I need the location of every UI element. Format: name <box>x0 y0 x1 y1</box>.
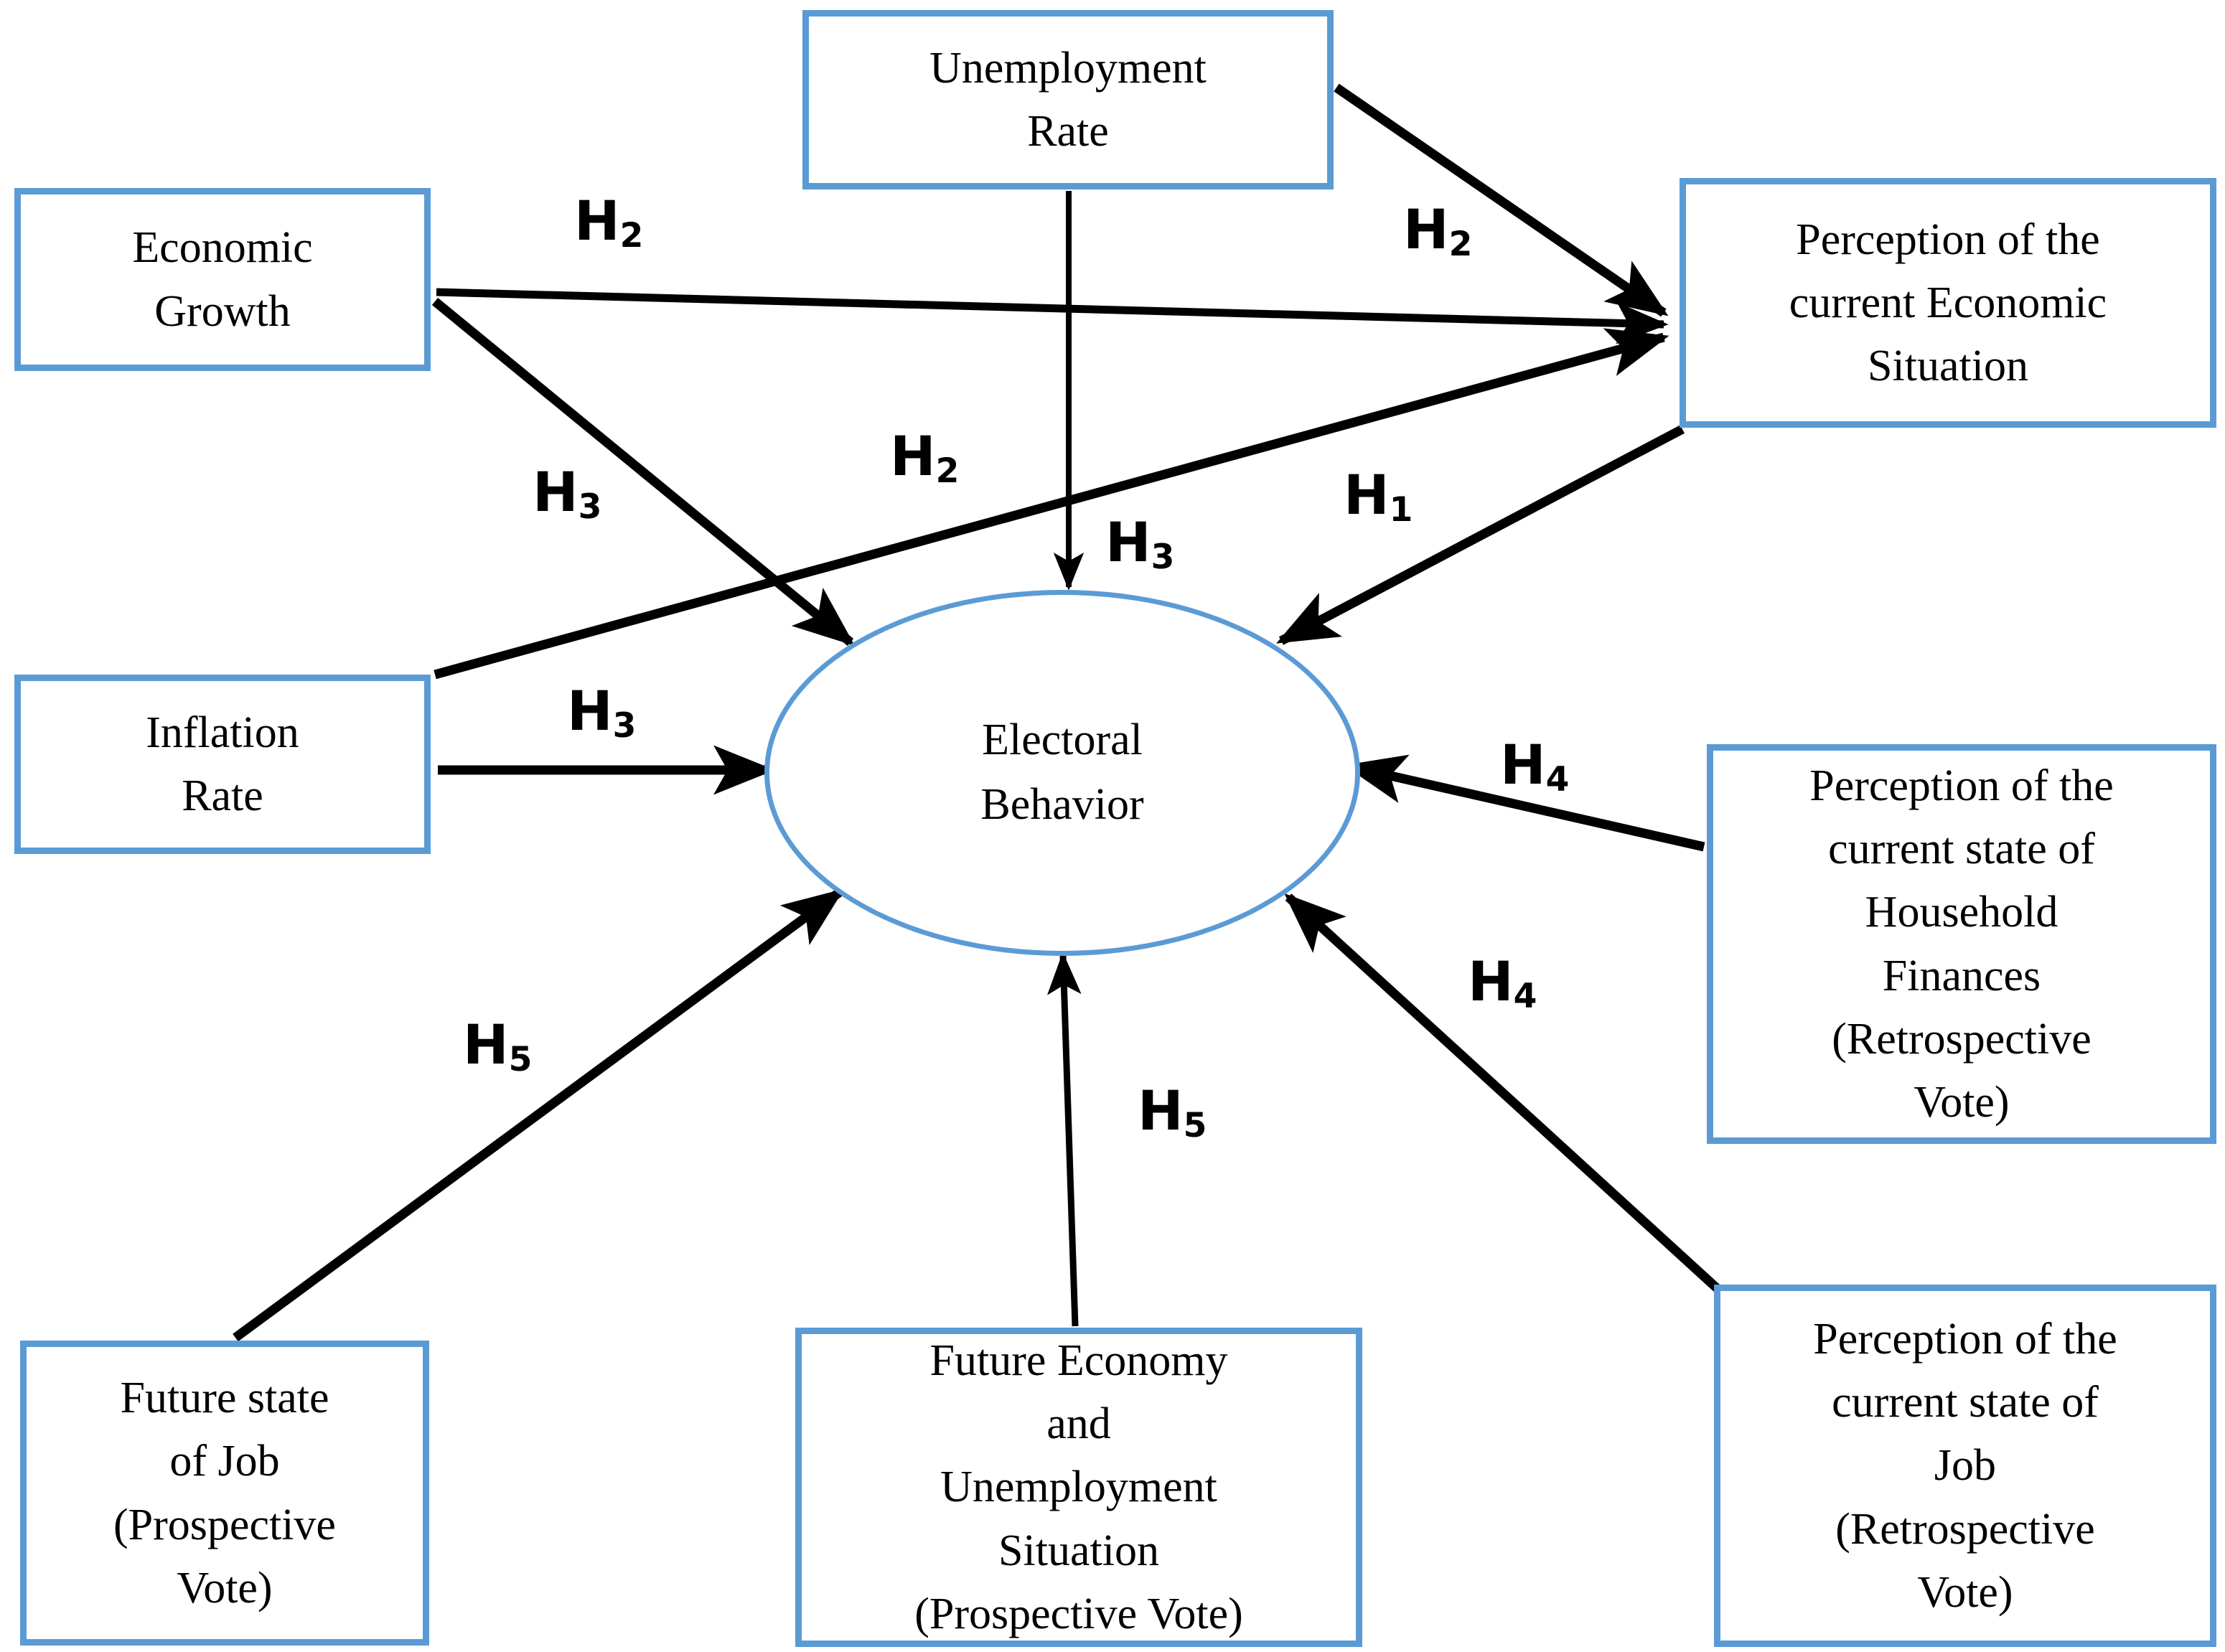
node-perception-current-state-of-job[interactable]: Perception of the current state of Job (… <box>1714 1285 2216 1647</box>
hyp-base: H <box>1403 197 1449 261</box>
hypothesis-label-h3-inflation: H3 <box>567 684 636 743</box>
hypothesis-label-h5-future-job: H5 <box>463 1018 532 1077</box>
hyp-base: H <box>1468 949 1514 1013</box>
node-perception-household-finances[interactable]: Perception of the current state of House… <box>1707 744 2216 1144</box>
hyp-sub: 5 <box>1183 1106 1207 1146</box>
node-unemployment-rate-label: Unemployment Rate <box>929 43 1207 156</box>
hyp-base: H <box>574 189 620 253</box>
node-perception-current-economic-situation[interactable]: Perception of the current Economic Situa… <box>1680 178 2216 428</box>
hyp-base: H <box>567 679 613 743</box>
hypothesis-label-h3-unemployment: H3 <box>1105 515 1174 575</box>
hyp-base: H <box>1500 733 1546 797</box>
hypothesis-label-h5-future-economy: H5 <box>1138 1084 1207 1143</box>
hypothesis-label-h2-unemployment: H2 <box>1403 202 1472 262</box>
hyp-sub: 2 <box>619 216 644 256</box>
edge-economic-growth-to-perception <box>436 288 1669 344</box>
node-electoral-behavior[interactable]: Electoral Behavior <box>764 590 1360 956</box>
node-perception-household-finances-label: Perception of the current state of House… <box>1809 761 2114 1127</box>
edge-economic-growth-to-electoral <box>431 297 856 647</box>
hyp-base: H <box>463 1013 509 1076</box>
node-future-state-of-job-label: Future state of Job (Prospective Vote) <box>113 1374 336 1613</box>
hypothesis-label-h4-current-job: H4 <box>1468 954 1537 1014</box>
hyp-sub: 3 <box>612 706 637 746</box>
hypothesis-label-h3-economic-growth: H3 <box>533 465 601 525</box>
hyp-sub: 1 <box>1389 490 1413 530</box>
hypothesis-label-h4-household: H4 <box>1500 738 1569 797</box>
hyp-sub: 4 <box>1545 760 1570 800</box>
hyp-sub: 3 <box>578 487 602 527</box>
hyp-sub: 4 <box>1513 977 1537 1017</box>
edge-unemployment-to-perception <box>1334 83 1669 317</box>
node-inflation-rate-label: Inflation Rate <box>146 708 299 820</box>
node-perception-current-economic-situation-label: Perception of the current Economic Situa… <box>1789 215 2107 391</box>
node-future-economy-unemployment[interactable]: Future Economy and Unemployment Situatio… <box>795 1328 1362 1647</box>
node-future-state-of-job[interactable]: Future state of Job (Prospective Vote) <box>20 1341 429 1646</box>
hypothesis-label-h2-economic-growth: H2 <box>574 194 643 253</box>
hyp-base: H <box>1105 510 1151 574</box>
node-unemployment-rate[interactable]: Unemployment Rate <box>802 10 1334 189</box>
node-economic-growth-label: Economic Growth <box>132 223 313 336</box>
hypothesis-label-h2-inflation: H2 <box>890 429 959 489</box>
node-future-economy-unemployment-label: Future Economy and Unemployment Situatio… <box>914 1336 1243 1638</box>
node-inflation-rate[interactable]: Inflation Rate <box>14 675 431 854</box>
hyp-base: H <box>1138 1079 1184 1142</box>
edge-future-economy-to-electoral <box>1046 952 1082 1327</box>
edge-perception-economic-to-electoral <box>1276 425 1685 645</box>
hyp-base: H <box>890 424 936 488</box>
hypothesis-label-h1-perception: H1 <box>1344 468 1413 527</box>
node-electoral-behavior-label: Electoral Behavior <box>980 715 1144 829</box>
edge-future-job-to-electoral <box>233 888 845 1342</box>
hyp-sub: 2 <box>935 451 960 492</box>
hyp-base: H <box>533 460 578 524</box>
node-perception-current-state-of-job-label: Perception of the current state of Job (… <box>1813 1315 2117 1617</box>
hyp-sub: 5 <box>508 1040 533 1080</box>
hyp-sub: 2 <box>1448 225 1473 265</box>
node-economic-growth[interactable]: Economic Growth <box>14 188 431 371</box>
hyp-base: H <box>1344 463 1390 527</box>
hyp-sub: 3 <box>1151 538 1175 578</box>
